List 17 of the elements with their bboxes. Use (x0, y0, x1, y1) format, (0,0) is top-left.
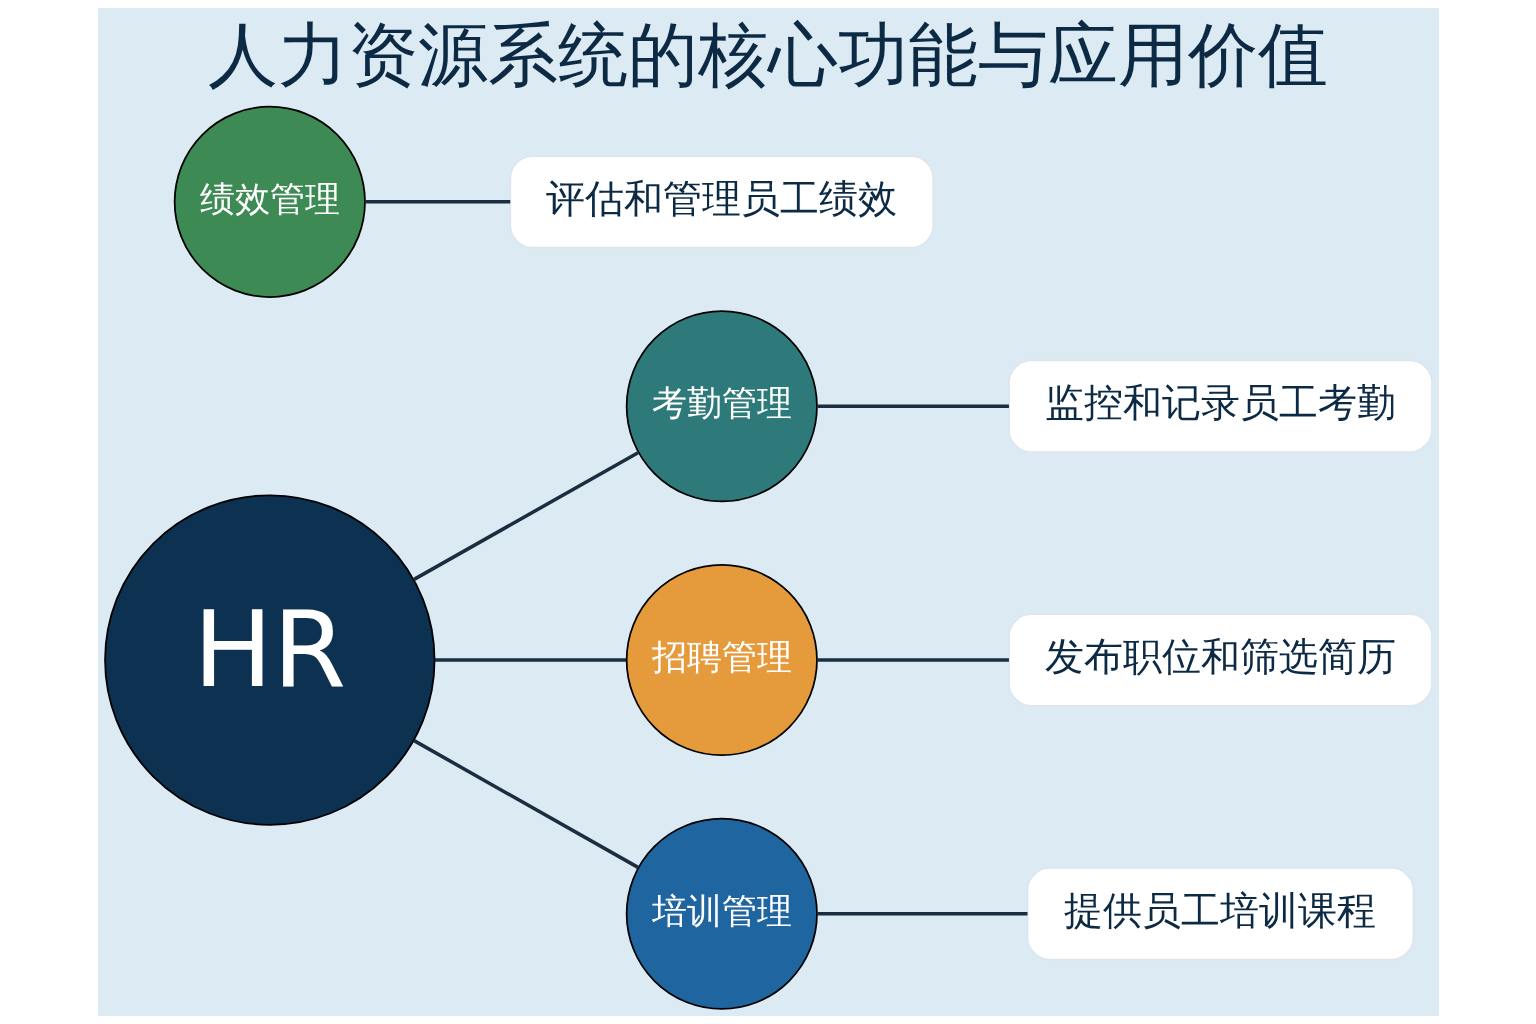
connector (434, 658, 626, 662)
connector (412, 739, 639, 869)
diagram-title: 人力资源系统的核心功能与应用价值 (208, 13, 1328, 96)
node-circle: HR (103, 494, 435, 826)
connector (412, 451, 639, 581)
node-circle: 考勤管理 (625, 310, 818, 503)
node-box: 发布职位和筛选简历 (1007, 613, 1433, 707)
node-circle: 绩效管理 (173, 105, 366, 298)
node-circle: 招聘管理 (625, 564, 818, 757)
connector (816, 658, 1009, 662)
node-box: 提供员工培训课程 (1026, 867, 1414, 961)
connector (816, 404, 1009, 409)
node-box: 监控和记录员工考勤 (1007, 359, 1433, 453)
connector (364, 200, 510, 204)
node-box: 评估和管理员工绩效 (508, 155, 934, 249)
node-circle: 培训管理 (625, 817, 818, 1010)
connector (816, 912, 1027, 916)
